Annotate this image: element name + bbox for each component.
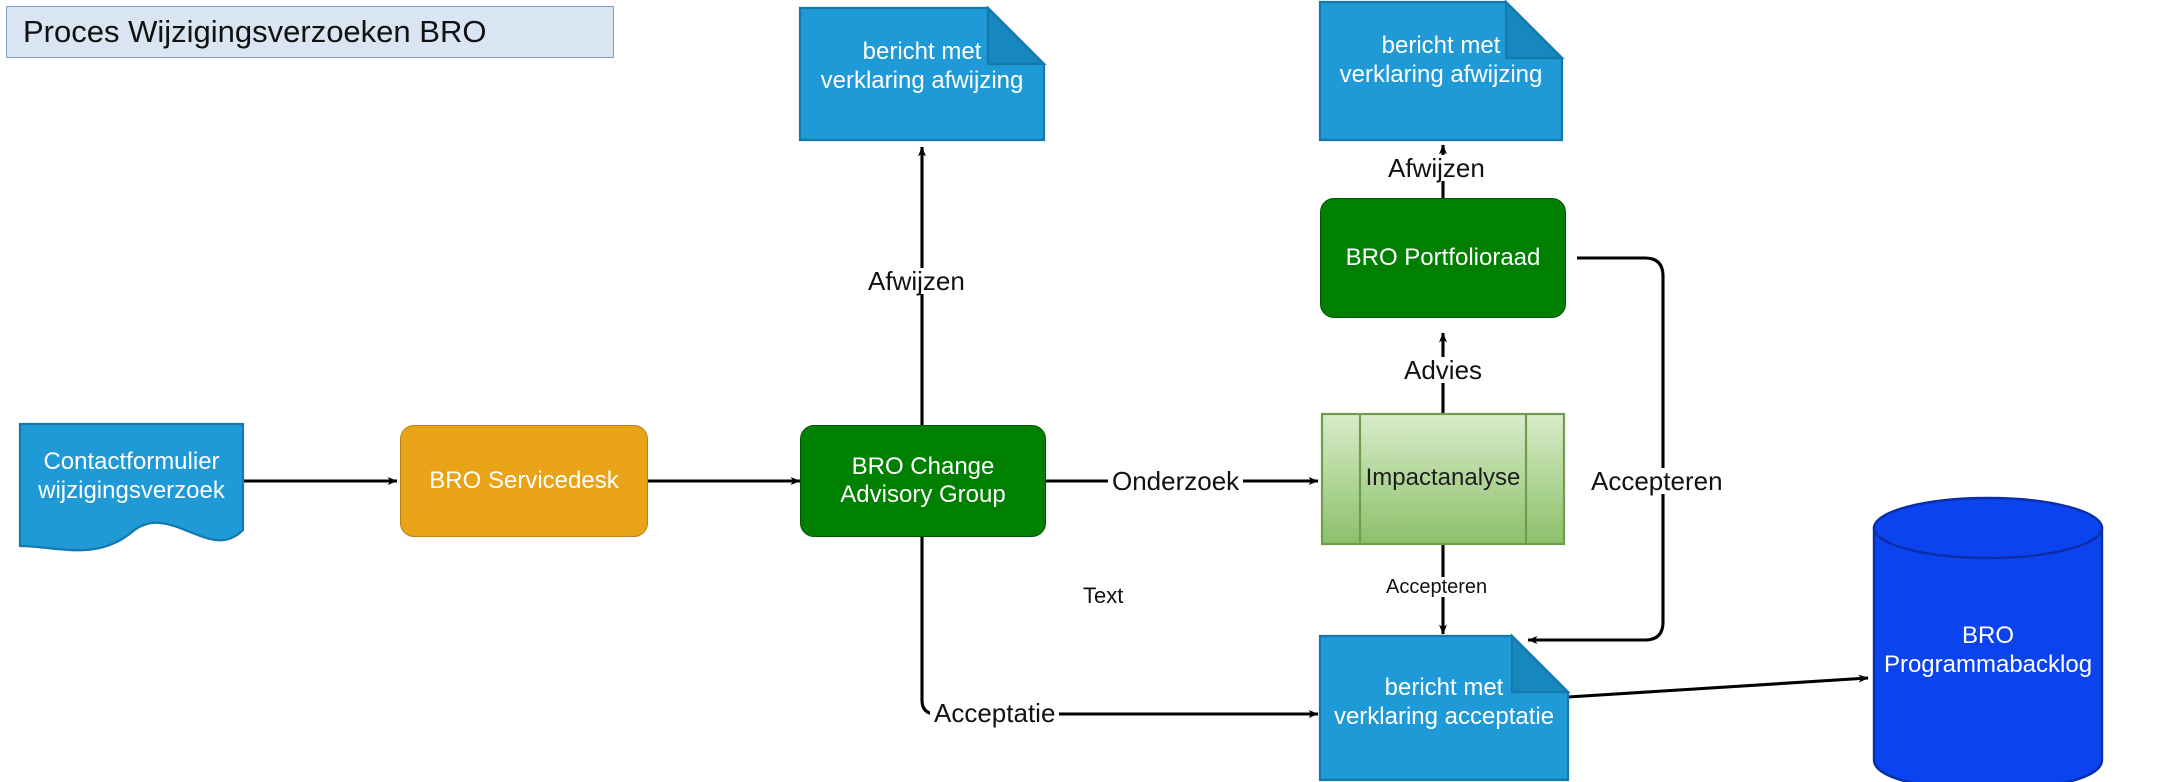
edge-label-afwijzen-cag: Afwijzen xyxy=(864,268,969,294)
edge-label-accepteren-impactanalyse: Accepteren xyxy=(1382,577,1492,597)
edge-label-accepteren-portfolioraad: Accepteren xyxy=(1587,468,1727,494)
node-impactanalyse-shape xyxy=(1320,412,1566,546)
edge-label-advies: Advies xyxy=(1400,357,1487,383)
edge-acceptatie-backlog xyxy=(1567,674,1869,699)
diagram-title: Proces Wijzigingsverzoeken BRO xyxy=(6,6,614,58)
note-fold-left-icon xyxy=(986,5,1047,66)
edge-portfolioraad-acceptatie xyxy=(1527,256,1665,644)
node-bro-portfolioraad[interactable]: BRO Portfolioraad xyxy=(1320,198,1566,318)
edge-label-afwijzen-portfolioraad: Afwijzen xyxy=(1384,155,1489,181)
node-note-afwijzing-right-shape xyxy=(1318,0,1564,142)
node-contactformulier-label: Contactformulier wijzigingsverzoek xyxy=(38,448,225,504)
node-programmabacklog-top xyxy=(1872,496,2104,560)
node-note-afwijzing-left-shape xyxy=(798,6,1046,142)
node-bro-portfolioraad-label: BRO Portfolioraad xyxy=(1345,243,1541,271)
edge-cag-acceptatie xyxy=(920,537,1319,718)
note-fold-right-icon xyxy=(1504,0,1565,60)
node-bro-change-advisory-group[interactable]: BRO Change Advisory Group xyxy=(800,425,1046,537)
node-note-acceptatie-shape xyxy=(1318,634,1570,782)
node-bro-servicedesk-label: BRO Servicedesk xyxy=(429,466,619,494)
node-bro-change-advisory-group-label: BRO Change Advisory Group xyxy=(840,452,1006,508)
node-note-afwijzing-right-label: bericht met verklaring afwijzing xyxy=(1339,32,1543,88)
note-fold-acceptatie-icon xyxy=(1510,633,1571,694)
diagram-title-text: Proces Wijzigingsverzoeken BRO xyxy=(23,14,487,49)
edge-label-acceptatie: Acceptatie xyxy=(930,700,1060,726)
node-note-acceptatie-label: bericht met verklaring acceptatie xyxy=(1333,674,1555,730)
node-programmabacklog-body xyxy=(1872,526,2104,782)
loose-text-label: Text xyxy=(1079,585,1128,607)
node-note-afwijzing-left-label: bericht met verklaring afwijzing xyxy=(820,38,1024,94)
node-bro-servicedesk[interactable]: BRO Servicedesk xyxy=(400,425,648,537)
edge-label-onderzoek: Onderzoek xyxy=(1108,468,1244,494)
node-contactformulier-shape xyxy=(18,422,245,552)
node-impactanalyse-label: Impactanalyse xyxy=(1365,464,1521,491)
node-programmabacklog-label: BRO Programmabacklog xyxy=(1883,622,2093,678)
